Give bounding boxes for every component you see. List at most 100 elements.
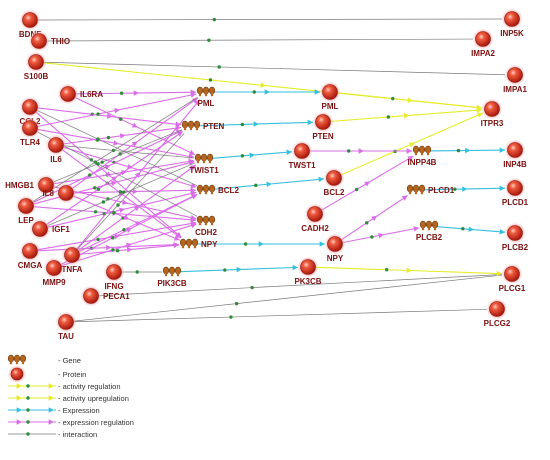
edge-expression bbox=[423, 185, 506, 192]
protein-node-plcb2[interactable]: PLCB2 bbox=[502, 222, 529, 253]
node-label: PML bbox=[322, 102, 339, 111]
edge-activity bbox=[43, 62, 483, 111]
edge-expression-regulation bbox=[37, 92, 197, 127]
node-label: PTEN bbox=[203, 122, 225, 131]
edge-expression bbox=[211, 149, 293, 159]
protein-node-mmp9[interactable]: MMP9 bbox=[42, 257, 66, 288]
protein-node-lep[interactable]: LEP bbox=[15, 195, 37, 226]
protein-node-bdnf[interactable]: BDNF bbox=[19, 9, 41, 40]
node-label: NPY bbox=[327, 254, 344, 263]
protein-node-impa2[interactable]: IMPA2 bbox=[471, 28, 495, 59]
legend-item-interaction: - interaction bbox=[8, 430, 97, 439]
protein-node-igf1[interactable]: IGF1 bbox=[29, 218, 71, 240]
gene-node-twist1[interactable]: TWIST1 bbox=[189, 153, 219, 175]
protein-node-tlr4[interactable]: TLR4 bbox=[19, 117, 41, 148]
node-label: PLCD1 bbox=[502, 198, 529, 207]
node-label: PIK3CB bbox=[157, 279, 187, 288]
protein-node-pml[interactable]: PML bbox=[319, 81, 341, 112]
node-label: IGF1 bbox=[52, 225, 70, 234]
gene-node-pten[interactable]: PTEN bbox=[181, 120, 225, 131]
protein-node-pten[interactable]: PTEN bbox=[312, 111, 334, 142]
legend-label: - expression regulation bbox=[58, 418, 134, 427]
protein-node-il8[interactable]: IL8 bbox=[42, 182, 77, 204]
edge-expression bbox=[213, 176, 325, 190]
protein-node-plcg1[interactable]: PLCG1 bbox=[499, 263, 526, 294]
node-label: LEP bbox=[18, 216, 34, 225]
protein-node-ifng[interactable]: IFNG bbox=[103, 261, 125, 292]
node-label: CMGA bbox=[18, 261, 43, 270]
edge-expression bbox=[198, 119, 314, 127]
node-label: IFNG bbox=[104, 282, 123, 291]
node-label: TWIST1 bbox=[189, 166, 219, 175]
node-label: THIO bbox=[51, 37, 70, 46]
edge-expression-regulation bbox=[33, 206, 197, 223]
edge-interaction bbox=[98, 274, 503, 296]
node-label: IL6RA bbox=[80, 90, 103, 99]
legend-label: - activity regulation bbox=[58, 382, 121, 391]
edges-layer bbox=[32, 17, 506, 323]
edge-interaction bbox=[37, 17, 503, 22]
protein-node-pk3cb[interactable]: PK3CB bbox=[294, 256, 322, 287]
protein-node-tau[interactable]: TAU bbox=[55, 311, 77, 342]
protein-node-hmgb1[interactable]: HMGB1 bbox=[5, 174, 57, 196]
node-label: IMPA1 bbox=[503, 85, 527, 94]
node-label: IL6 bbox=[50, 155, 62, 164]
node-label: PLCG2 bbox=[484, 319, 511, 328]
legend-item-activity-up: - activity upregulation bbox=[8, 394, 129, 403]
legend-label: - Gene bbox=[58, 356, 81, 365]
protein-node-npy[interactable]: NPY bbox=[324, 233, 346, 264]
edge-expression-regulation bbox=[60, 194, 198, 265]
edge-expression-regulation bbox=[63, 125, 182, 145]
node-label: PLCB2 bbox=[416, 233, 443, 242]
protein-node-il6ra[interactable]: IL6RA bbox=[57, 83, 104, 105]
gene-node-bcl2[interactable]: BCL2 bbox=[196, 184, 239, 195]
edge-interaction bbox=[47, 162, 195, 227]
node-label: TLR4 bbox=[20, 138, 41, 147]
protein-node-plcg2[interactable]: PLCG2 bbox=[484, 298, 511, 329]
gene-node-npy[interactable]: NPY bbox=[179, 238, 218, 249]
edge-activity bbox=[330, 107, 483, 122]
node-label: HMGB1 bbox=[5, 181, 34, 190]
protein-node-bcl2[interactable]: BCL2 bbox=[323, 167, 345, 198]
edge-expression-regulation bbox=[321, 155, 414, 211]
gene-node-inpp4b[interactable]: INPP4B bbox=[408, 145, 437, 167]
gene-node-plcb2[interactable]: PLCB2 bbox=[416, 220, 443, 242]
edge-expression-regulation bbox=[74, 96, 196, 156]
protein-node-twst1[interactable]: TWST1 bbox=[288, 140, 316, 171]
edge-expression-regulation bbox=[79, 242, 180, 255]
protein-node-inp5k[interactable]: INP5K bbox=[500, 8, 524, 39]
edge-interaction bbox=[73, 308, 488, 323]
gene-node-pik3cb[interactable]: PIK3CB bbox=[157, 266, 187, 288]
gene-node-cdh2[interactable]: CDH2 bbox=[195, 215, 217, 237]
node-label: PLCG1 bbox=[499, 284, 526, 293]
edge-interaction bbox=[53, 129, 182, 183]
node-label: BDNF bbox=[19, 30, 41, 39]
legend-item-activity: - activity regulation bbox=[8, 382, 121, 391]
legend-item-gene: - Gene bbox=[7, 354, 81, 365]
edge-activity bbox=[337, 92, 483, 111]
edge-expression-regulation bbox=[35, 111, 182, 238]
protein-node-inp4b[interactable]: INP4B bbox=[503, 139, 527, 170]
edge-interaction bbox=[46, 38, 474, 42]
node-label: TWST1 bbox=[288, 161, 316, 170]
protein-node-plcd1[interactable]: PLCD1 bbox=[502, 177, 529, 208]
gene-node-plcd1[interactable]: PLCD1 bbox=[406, 184, 455, 195]
edge-expression-regulation bbox=[342, 226, 420, 244]
edge-interaction bbox=[43, 61, 506, 76]
protein-node-impa1[interactable]: IMPA1 bbox=[503, 64, 527, 95]
node-label: PLCB2 bbox=[502, 243, 529, 252]
edge-expression bbox=[214, 89, 320, 95]
node-label: PTEN bbox=[312, 132, 334, 141]
node-label: NPY bbox=[201, 240, 218, 249]
protein-node-itpr3[interactable]: ITPR3 bbox=[481, 98, 504, 129]
protein-node-tnfa[interactable]: TNFA bbox=[61, 244, 83, 275]
protein-node-cadh2[interactable]: CADH2 bbox=[301, 203, 329, 234]
protein-node-peca1[interactable]: PECA1 bbox=[80, 285, 131, 307]
protein-node-s100b[interactable]: S100B bbox=[24, 51, 49, 82]
protein-node-cmga[interactable]: CMGA bbox=[18, 240, 43, 271]
node-label: BCL2 bbox=[218, 186, 239, 195]
legend: - Gene- Protein- activity regulation- ac… bbox=[7, 354, 134, 439]
gene-node-pml[interactable]: PML bbox=[196, 86, 216, 108]
protein-node-il6[interactable]: IL6 bbox=[45, 134, 67, 165]
protein-node-thio[interactable]: THIO bbox=[28, 30, 71, 52]
